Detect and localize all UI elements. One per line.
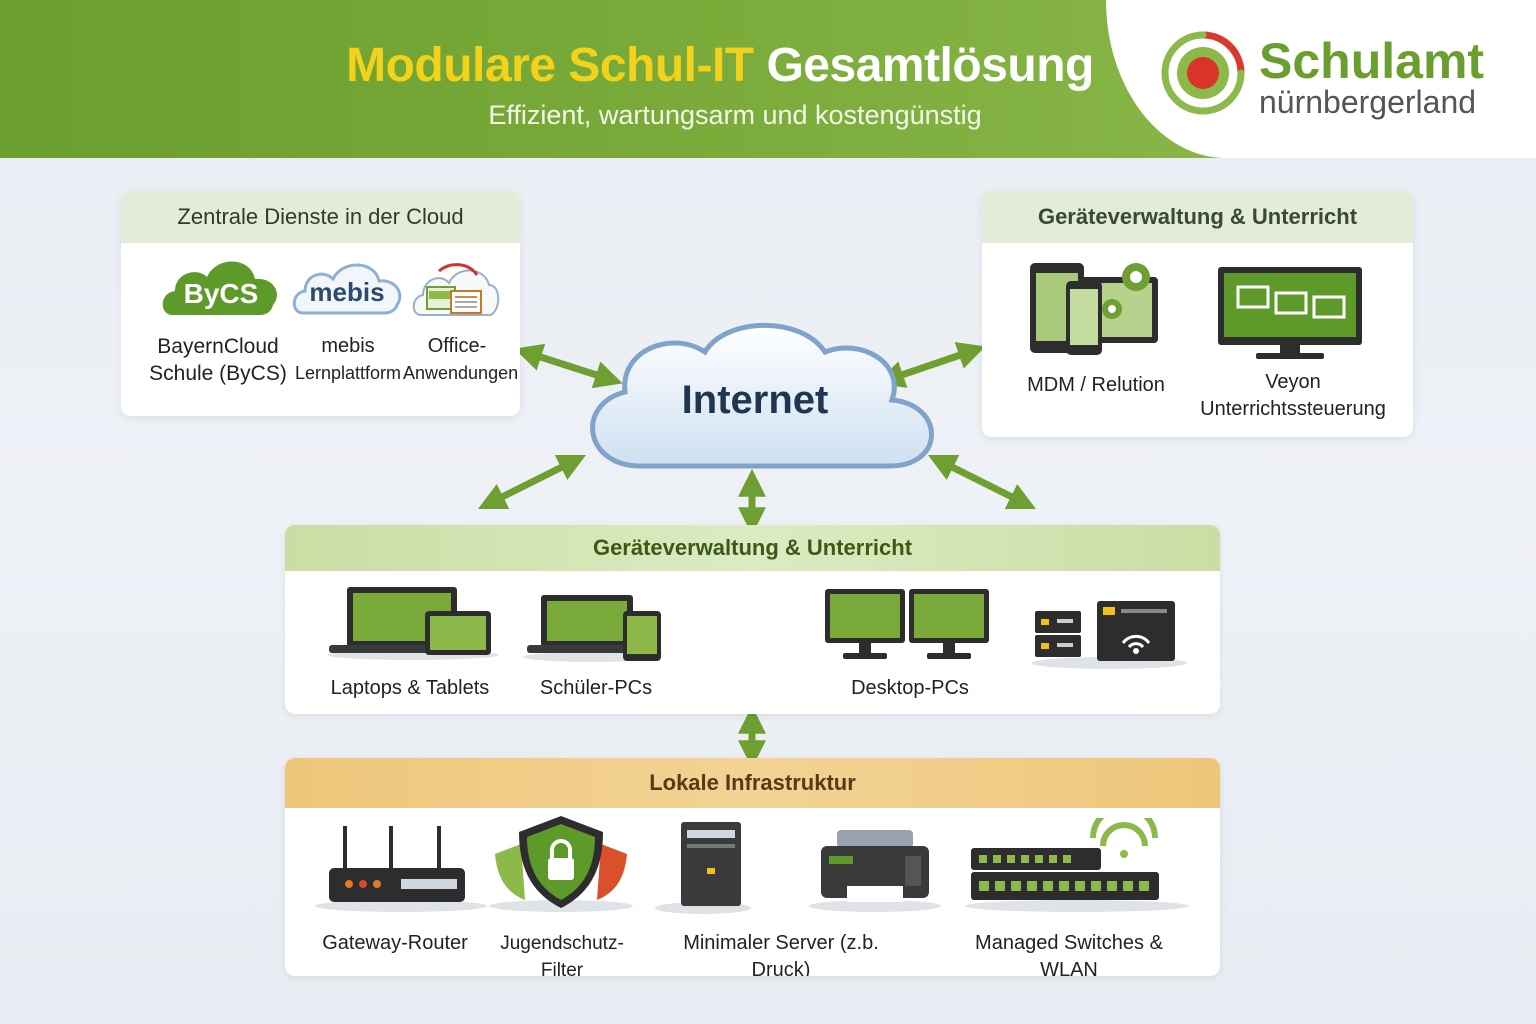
- desktop-pcs-icon: [825, 589, 989, 659]
- student-pc-icon: [523, 595, 661, 662]
- bycs-label-line1: BayernCloud: [157, 335, 279, 358]
- veyon-label: Veyon Unterrichtssteuerung: [1188, 369, 1398, 423]
- mebis-badge-text: mebis: [309, 277, 384, 307]
- internet-label: Internet: [681, 378, 829, 422]
- office-label: Office- Anwendungen: [403, 333, 519, 387]
- internet-cloud-shape: [590, 322, 934, 469]
- office-label-line1: Office-: [427, 335, 487, 357]
- page-subtitle: Effizient, wartungsarm und kostengünstig: [488, 100, 982, 130]
- office-apps-icon: [412, 263, 500, 316]
- arrow-right-down: [927, 454, 1037, 510]
- local-infrastructure-panel: Lokale Infrastruktur: [285, 758, 1220, 976]
- bycs-label: BayernCloud Schule (ByCS): [143, 333, 293, 387]
- bycs-badge-text: ByCS: [184, 278, 259, 309]
- laptop-tablet-icon: [327, 587, 499, 660]
- youth-filter-label: Jugendschutz-Filter: [500, 933, 624, 976]
- logo-name: Schulamt: [1259, 33, 1485, 89]
- switch-wlan-icon: [965, 818, 1189, 912]
- gateway-router-label: Gateway-Router: [322, 932, 468, 954]
- schulamt-logo-icon: [1161, 31, 1245, 115]
- desktop-pcs-label: Desktop-PCs: [851, 677, 969, 699]
- bycs-label-line2: Schule (ByCS): [149, 362, 287, 385]
- laptops-tablets-label: Laptops & Tablets: [330, 677, 490, 699]
- printer-icon: [809, 830, 941, 912]
- server-tower-icon: [655, 822, 751, 914]
- managed-switches-label: Managed Switches & WLAN: [975, 932, 1163, 976]
- mebis-cloud-icon: mebis: [292, 263, 402, 315]
- title-rest: Gesamtlösung: [766, 39, 1094, 92]
- device-management-panel: Geräteverwaltung & Unterricht MDM / Relu…: [982, 191, 1413, 437]
- panel-title: Geräteverwaltung & Unterricht: [982, 191, 1413, 243]
- cloud-services-panel: Zentrale Dienste in der Cloud ByCS mebis…: [121, 191, 520, 416]
- veyon-label-line2: Unterrichtssteuerung: [1200, 398, 1386, 420]
- devices-panel: Geräteverwaltung & Unterricht: [285, 525, 1220, 714]
- classroom-monitor-icon: [1218, 267, 1362, 359]
- router-icon: [315, 826, 487, 912]
- logo-area: [1106, 0, 1536, 158]
- panel-title: Lokale Infrastruktur: [285, 758, 1220, 808]
- mdm-devices-icon: [1030, 263, 1158, 355]
- nas-wifi-icon: [1031, 601, 1187, 669]
- panel-title: Zentrale Dienste in der Cloud: [121, 191, 520, 243]
- mebis-label: mebis Lernplattform: [289, 333, 407, 387]
- title-accent: Modulare Schul-IT: [346, 39, 754, 92]
- minimal-server-label: Minimaler Server (z.b. Druck): [683, 932, 879, 976]
- bycs-cloud-icon: ByCS: [162, 261, 277, 315]
- mebis-label-line2: Lernplattform: [294, 363, 402, 383]
- mebis-label-line1: mebis: [321, 335, 375, 357]
- veyon-label-line1: Veyon: [1265, 371, 1321, 393]
- arrow-left-down: [477, 454, 587, 510]
- arrow-device-mgmt: [876, 342, 986, 388]
- page-title: Modulare Schul-IT Gesamtlösung: [300, 38, 1140, 93]
- arrow-cloud-services: [514, 343, 623, 389]
- mdm-label: MDM / Relution: [1027, 374, 1165, 396]
- panel-title: Geräteverwaltung & Unterricht: [285, 525, 1220, 571]
- logo-subname: nürnbergerland: [1259, 84, 1477, 120]
- office-label-line2: Anwendungen: [403, 363, 519, 383]
- shield-lock-icon: [489, 816, 633, 912]
- student-pcs-label: Schüler-PCs: [539, 677, 653, 699]
